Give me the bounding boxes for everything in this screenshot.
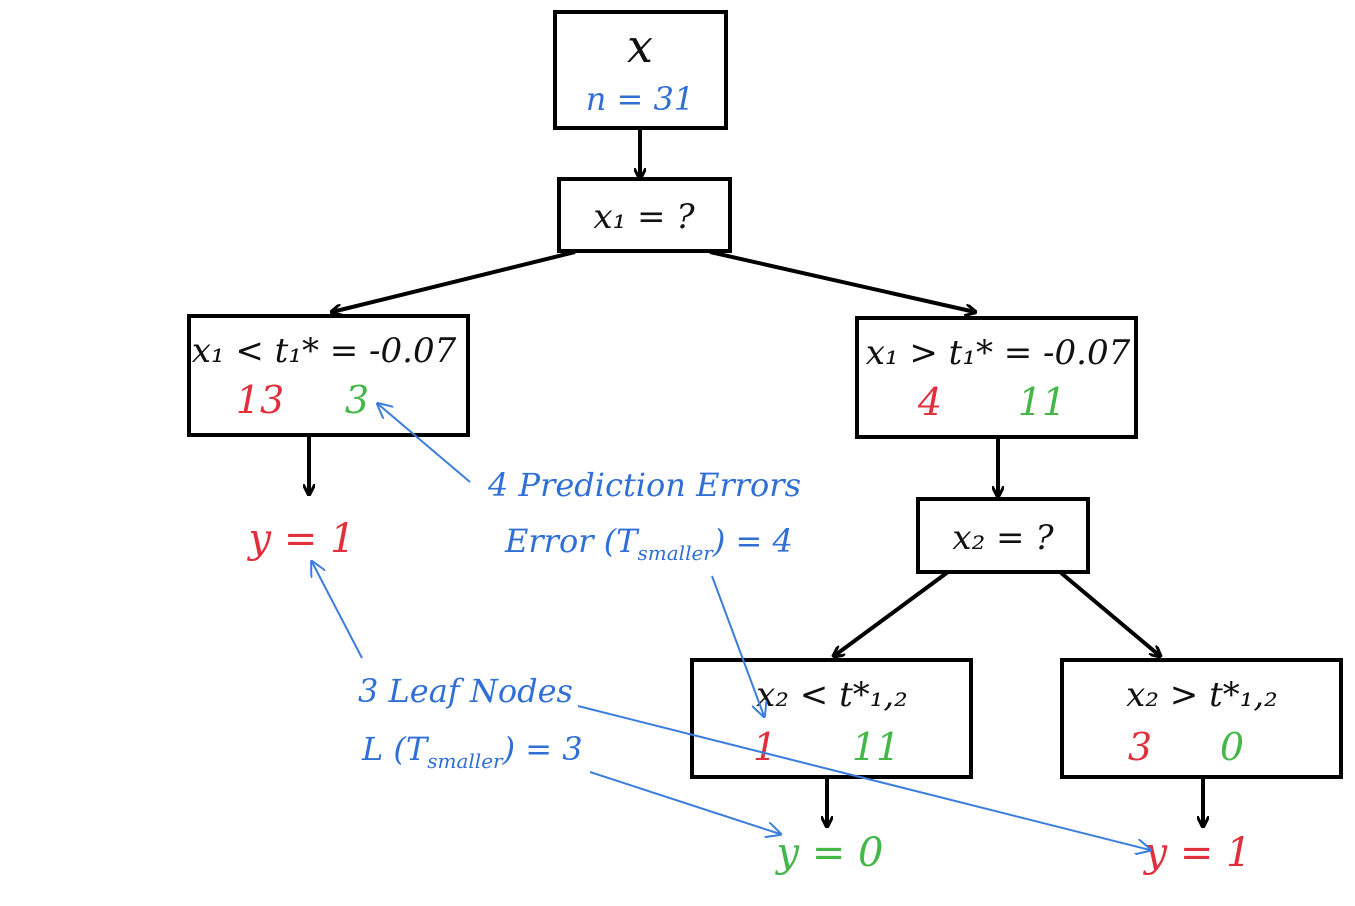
errors-line1: 4 Prediction Errors bbox=[487, 466, 801, 504]
left-red-count: 13 bbox=[236, 378, 284, 422]
right-red-count: 4 bbox=[917, 380, 942, 424]
edge-split2-rightright bbox=[1058, 570, 1160, 656]
edge-split1-left bbox=[332, 250, 576, 312]
leaves-line2-head: L (T bbox=[361, 730, 430, 768]
right-left-red-count: 1 bbox=[753, 725, 777, 769]
errors-sub: smaller bbox=[638, 541, 715, 565]
left-title: x₁ < t₁* = -0.07 bbox=[192, 331, 457, 371]
leaf-right: y = 1 bbox=[1143, 830, 1252, 876]
right-right-node: x₂ > t*₁,₂ 3 0 bbox=[1060, 658, 1343, 779]
root-title: x bbox=[627, 19, 653, 73]
annotation-arrows bbox=[312, 404, 1150, 850]
right-node: x₁ > t₁* = -0.07 4 11 bbox=[855, 316, 1138, 439]
leaf-left: y = 1 bbox=[247, 516, 356, 562]
arrow-leaves-to-left-leaf bbox=[312, 562, 363, 659]
errors-tail: ) = 4 bbox=[712, 522, 793, 560]
arrow-leaves-to-right-leaf bbox=[577, 705, 1150, 850]
errors-line2: Error (Tsmaller) = 4 bbox=[504, 522, 793, 565]
right-right-title: x₂ > t*₁,₂ bbox=[1126, 675, 1278, 715]
split1-node: x₁ = ? bbox=[557, 177, 732, 253]
arrow-leaves-to-middle-leaf bbox=[589, 771, 780, 834]
right-left-title: x₂ < t*₁,₂ bbox=[756, 675, 908, 715]
arrow-errors-to-left-green bbox=[378, 404, 471, 483]
right-left-node: x₂ < t*₁,₂ 1 11 bbox=[690, 658, 973, 779]
tree-edges bbox=[309, 128, 1203, 826]
edge-split1-right bbox=[709, 250, 975, 312]
errors-line2-head: Error (T bbox=[504, 522, 640, 560]
split1-title: x₁ = ? bbox=[593, 197, 695, 237]
root-count: n = 31 bbox=[586, 80, 694, 118]
right-title: x₁ > t₁* = -0.07 bbox=[866, 333, 1131, 373]
right-green-count: 11 bbox=[1018, 380, 1066, 424]
errors-annotation: 4 Prediction Errors Error (Tsmaller) = 4 bbox=[487, 466, 801, 565]
arrow-errors-to-rightleft-red bbox=[711, 575, 764, 716]
leaves-sub: smaller bbox=[427, 749, 504, 773]
leaves-tail: ) = 3 bbox=[502, 730, 583, 768]
left-node: x₁ < t₁* = -0.07 13 3 bbox=[187, 314, 470, 437]
leaf-middle: y = 0 bbox=[775, 830, 884, 876]
right-right-red-count: 3 bbox=[1128, 725, 1152, 769]
split2-title: x₂ = ? bbox=[952, 518, 1054, 558]
leaves-annotation: 3 Leaf Nodes L (Tsmaller) = 3 bbox=[358, 672, 583, 773]
edge-split2-rightleft bbox=[834, 570, 950, 656]
split2-node: x₂ = ? bbox=[916, 497, 1090, 574]
root-node: x n = 31 bbox=[553, 10, 728, 130]
leaves-line2: L (Tsmaller) = 3 bbox=[361, 730, 583, 773]
left-green-count: 3 bbox=[345, 378, 369, 422]
right-right-green-count: 0 bbox=[1220, 725, 1244, 769]
right-left-green-count: 11 bbox=[852, 725, 900, 769]
leaves-line1: 3 Leaf Nodes bbox=[358, 672, 573, 710]
